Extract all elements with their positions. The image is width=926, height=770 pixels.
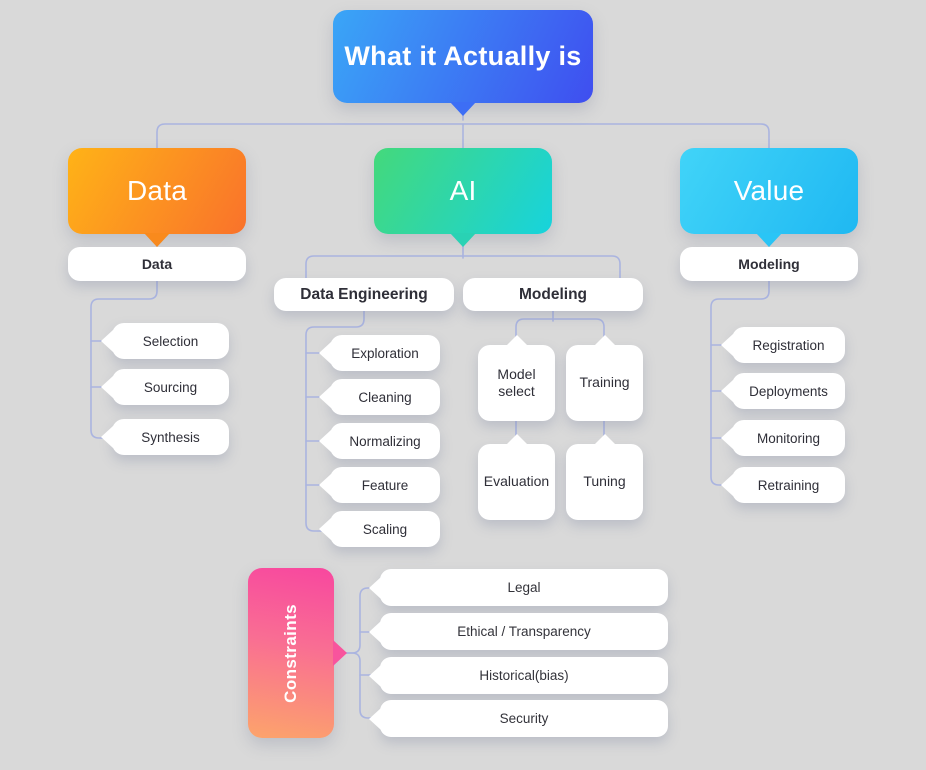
leaf-monitoring-label: Monitoring xyxy=(756,430,821,446)
node-model-select-label-line2: select xyxy=(498,383,535,399)
leaf-synthesis[interactable]: Synthesis xyxy=(101,419,229,455)
leaf-normalizing-label: Normalizing xyxy=(349,433,421,449)
pointer-left-icon xyxy=(319,430,331,452)
pointer-up-icon xyxy=(505,335,528,346)
pointer-left-icon xyxy=(721,380,733,402)
pointer-down-icon xyxy=(450,233,476,247)
pointer-down-icon xyxy=(144,233,170,247)
category-constraints[interactable]: Constraints xyxy=(248,568,347,738)
node-model-select[interactable]: Model select xyxy=(478,335,555,421)
leaf-normalizing[interactable]: Normalizing xyxy=(319,423,440,459)
node-tuning-label: Tuning xyxy=(583,473,626,490)
leaf-sourcing[interactable]: Sourcing xyxy=(101,369,229,405)
node-data-data-label: Data xyxy=(141,256,173,272)
node-data-engineering-label: Data Engineering xyxy=(300,285,428,303)
leaf-selection[interactable]: Selection xyxy=(101,323,229,359)
category-ai[interactable]: AI xyxy=(374,148,552,247)
constraint-ethical-transparency-label: Ethical / Transparency xyxy=(457,624,591,639)
node-tuning[interactable]: Tuning xyxy=(566,434,643,520)
leaf-scaling[interactable]: Scaling xyxy=(319,511,440,547)
node-evaluation[interactable]: Evaluation xyxy=(478,434,555,520)
node-evaluation-label: Evaluation xyxy=(483,473,550,490)
leaf-retraining-label: Retraining xyxy=(757,477,820,493)
node-training[interactable]: Training xyxy=(566,335,643,421)
leaf-feature[interactable]: Feature xyxy=(319,467,440,503)
leaf-synthesis-label: Synthesis xyxy=(141,429,200,445)
pointer-left-icon xyxy=(369,664,381,687)
constraint-legal[interactable]: Legal xyxy=(369,569,668,606)
pointer-left-icon xyxy=(319,342,331,364)
pointer-up-icon xyxy=(505,434,528,445)
category-value[interactable]: Value xyxy=(680,148,858,247)
pointer-left-icon xyxy=(369,707,381,730)
pointer-left-icon xyxy=(101,330,113,352)
leaf-retraining[interactable]: Retraining xyxy=(721,467,845,503)
node-data-engineering[interactable]: Data Engineering xyxy=(274,278,454,311)
leaf-registration[interactable]: Registration xyxy=(721,327,845,363)
pointer-left-icon xyxy=(369,576,381,599)
pointer-left-icon xyxy=(721,427,733,449)
constraint-historical-bias-label: Historical(bias) xyxy=(479,668,569,683)
leaf-registration-label: Registration xyxy=(752,337,825,353)
leaf-selection-label: Selection xyxy=(142,333,199,349)
pointer-left-icon xyxy=(369,620,381,643)
leaf-scaling-label: Scaling xyxy=(362,521,408,537)
pointer-left-icon xyxy=(101,426,113,448)
root-node-title[interactable]: What it Actually is xyxy=(333,10,593,116)
category-value-label: Value xyxy=(733,175,805,206)
pointer-left-icon xyxy=(721,474,733,496)
pointer-left-icon xyxy=(319,518,331,540)
leaf-cleaning-label: Cleaning xyxy=(358,389,412,405)
node-value-modeling-label: Modeling xyxy=(738,256,800,272)
constraint-security-label: Security xyxy=(499,711,549,726)
category-ai-label: AI xyxy=(449,175,477,206)
leaf-exploration[interactable]: Exploration xyxy=(319,335,440,371)
root-node-label: What it Actually is xyxy=(344,41,582,71)
pointer-left-icon xyxy=(319,386,331,408)
category-data-label: Data xyxy=(127,175,187,206)
leaf-monitoring[interactable]: Monitoring xyxy=(721,420,845,456)
constraint-historical-bias[interactable]: Historical(bias) xyxy=(369,657,668,694)
leaf-feature-label: Feature xyxy=(361,477,409,493)
leaf-exploration-label: Exploration xyxy=(351,345,419,361)
node-model-select-label-line1: Model xyxy=(497,365,536,382)
node-training-label: Training xyxy=(579,374,630,391)
constraint-legal-label: Legal xyxy=(507,580,541,595)
pointer-up-icon xyxy=(593,434,616,445)
pointer-down-icon xyxy=(450,102,476,116)
pointer-down-icon xyxy=(756,233,782,247)
leaf-deployments[interactable]: Deployments xyxy=(721,373,845,409)
constraint-security[interactable]: Security xyxy=(369,700,668,737)
leaf-cleaning[interactable]: Cleaning xyxy=(319,379,440,415)
node-value-modeling[interactable]: Modeling xyxy=(680,247,858,281)
pointer-left-icon xyxy=(101,376,113,398)
category-constraints-label: Constraints xyxy=(281,603,300,703)
pointer-left-icon xyxy=(319,474,331,496)
pointer-up-icon xyxy=(593,335,616,346)
node-modeling-ai[interactable]: Modeling xyxy=(463,278,643,311)
leaf-sourcing-label: Sourcing xyxy=(143,379,198,395)
pointer-left-icon xyxy=(721,334,733,356)
constraint-ethical-transparency[interactable]: Ethical / Transparency xyxy=(369,613,668,650)
node-modeling-ai-label: Modeling xyxy=(518,285,588,303)
category-data[interactable]: Data xyxy=(68,148,246,247)
leaf-deployments-label: Deployments xyxy=(749,383,828,399)
pointer-right-icon xyxy=(333,640,347,666)
node-data-data[interactable]: Data xyxy=(68,247,246,281)
